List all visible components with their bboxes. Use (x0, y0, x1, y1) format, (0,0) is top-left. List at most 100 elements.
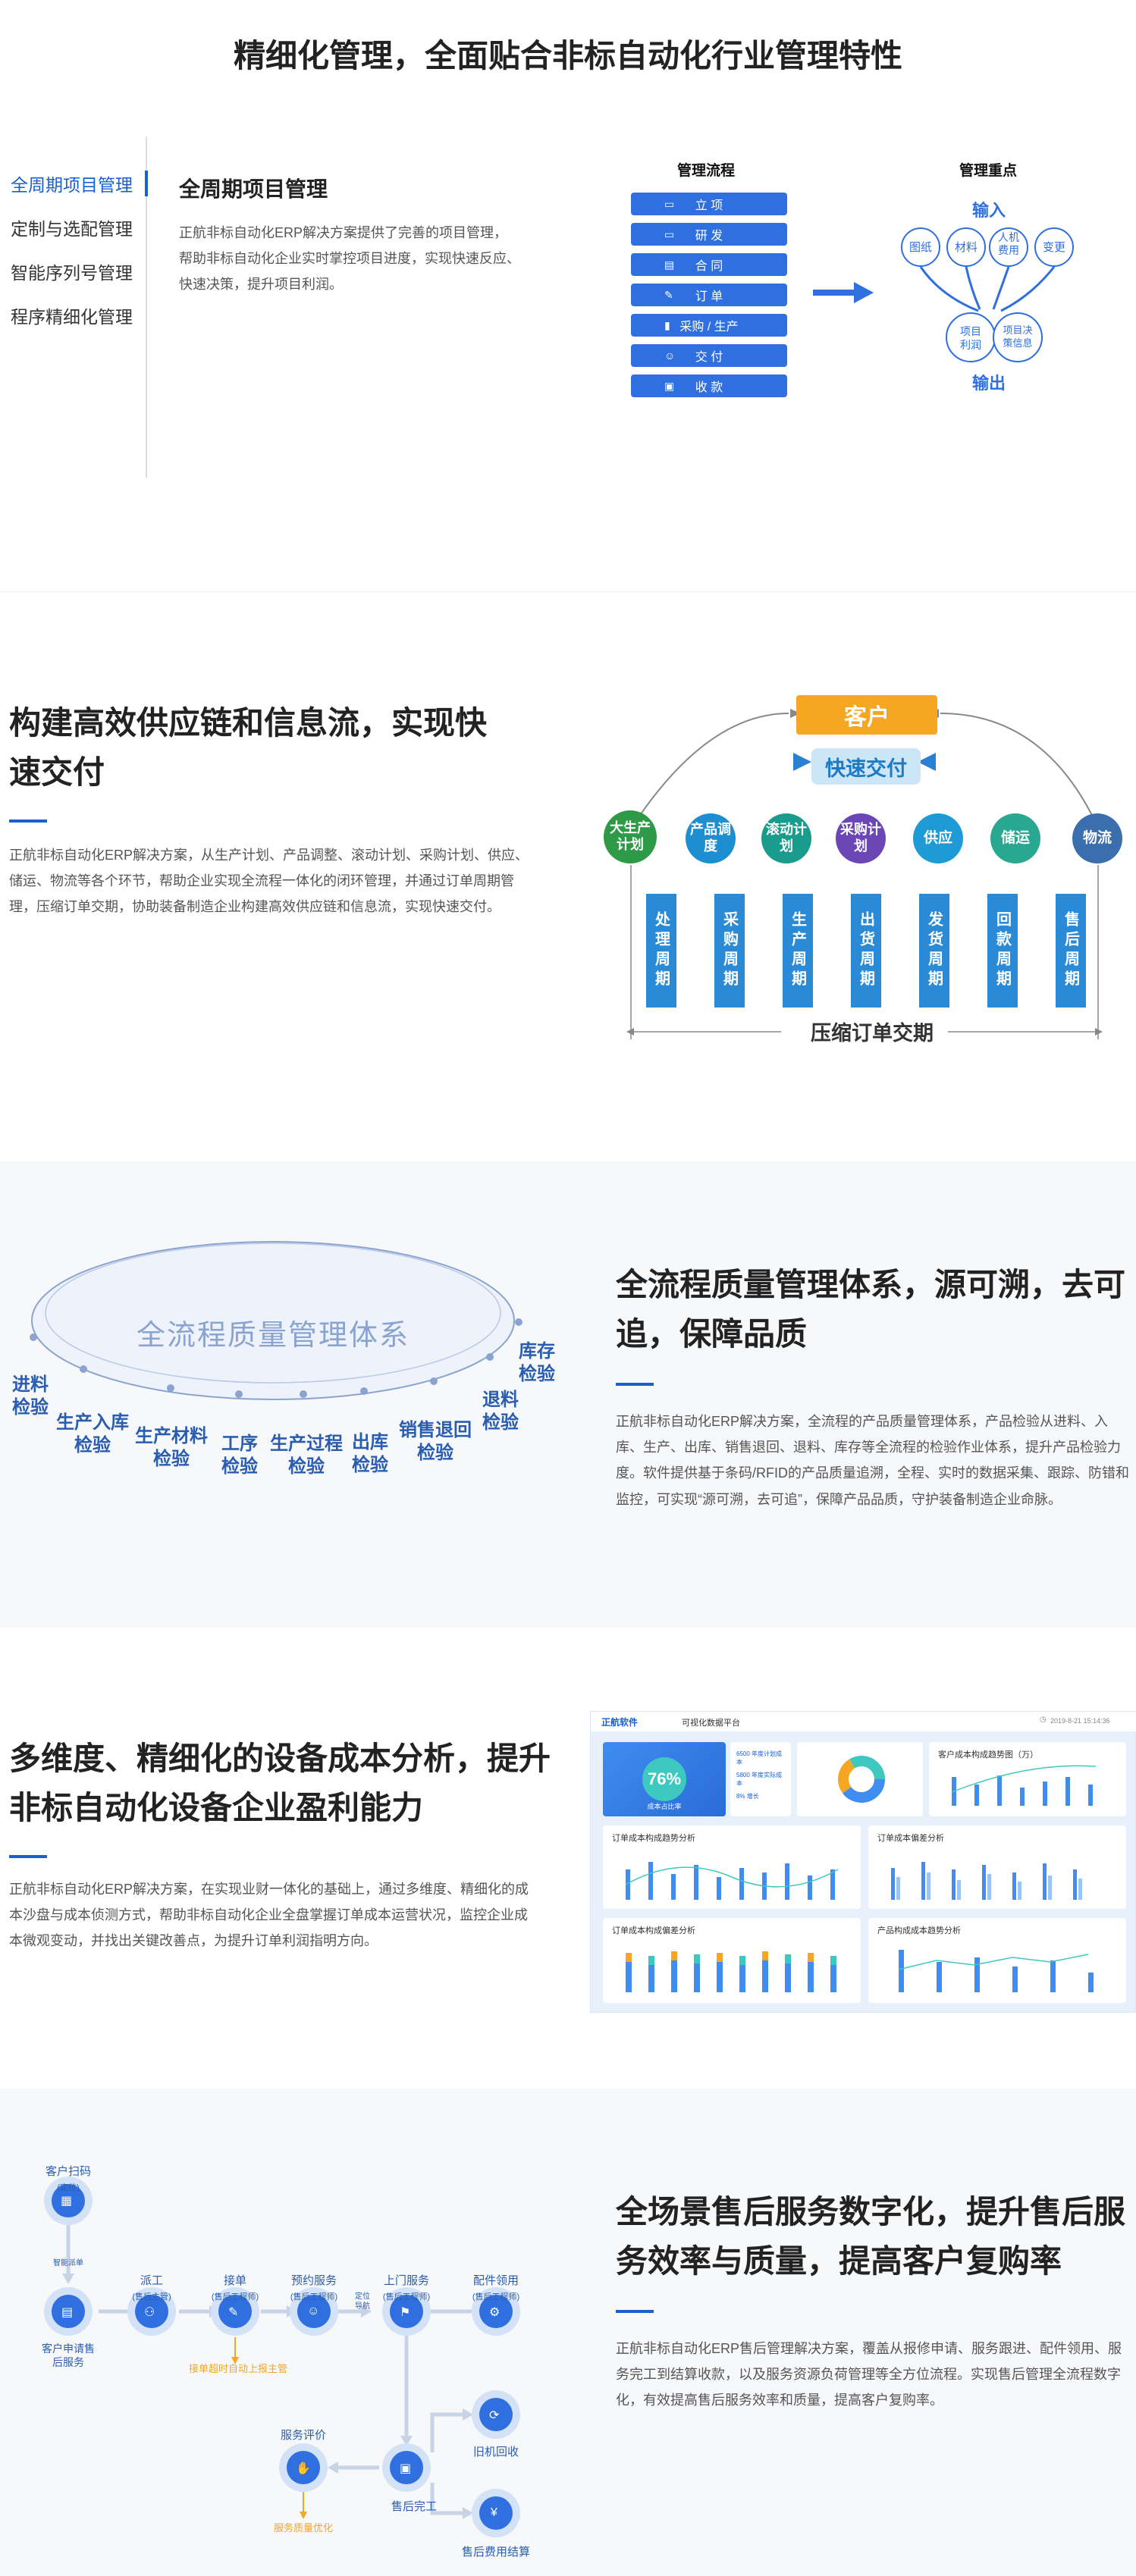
apply-icon: ▤ (61, 2306, 74, 2319)
tab-divider (146, 136, 147, 478)
dashboard-screenshot: 正航软件 可视化数据平台 ◷ 2019-8-21 15:14:36 76% 成本… (590, 1711, 1136, 2013)
panel-title: 订单成本构成偏差分析 (612, 1926, 695, 1935)
kpi-label: 成本占比率 (647, 1803, 682, 1810)
node-storage: 储运 (990, 813, 1040, 863)
node-purchase-plan: 采购计划 (836, 813, 886, 863)
section-title: 多维度、精细化的设备成本分析，提升非标自动化设备企业盈利能力 (9, 1741, 551, 1826)
smile-icon: ☺ (664, 349, 676, 362)
grouped-bar-chart (891, 1862, 1082, 1900)
section-project-management: 精细化管理，全面贴合非标自动化行业管理特性 全周期项目管理 定制与选配管理 智能… (0, 0, 1136, 591)
stats-card: 6500 年度计划成本 5800 年度实际成本 8% 增长 (730, 1742, 791, 1816)
stat-line: 6500 年度计划成本 (736, 1750, 783, 1766)
parts-icon: ⚙ (489, 2306, 501, 2319)
tab-customization[interactable]: 定制与选配管理 (11, 219, 133, 239)
panel: 订单成本构成偏差分析 (603, 1918, 861, 2003)
check-production-material: 生产材料检验 (135, 1426, 208, 1469)
input-item: 图纸 (908, 241, 932, 254)
node-rolling-plan: 滚动计划 (761, 813, 811, 863)
edit-icon: ✎ (664, 288, 673, 301)
title-underline (9, 1855, 47, 1858)
input-item: 人机费用 (998, 231, 1019, 256)
check-sales-return: 销售退回检验 (399, 1420, 472, 1463)
brand-logo: 正航软件 (601, 1717, 639, 1728)
section-supply-chain: 构建高效供应链和信息流，实现快速交付 正航非标自动化ERP解决方案，从生产计划、… (0, 591, 1136, 1161)
flow-step: ✎订 单 (631, 284, 787, 306)
output-label: 输出 (972, 374, 1006, 393)
dashboard-header: 正航软件 可视化数据平台 ◷ 2019-8-21 15:14:36 (591, 1712, 1136, 1731)
focus-title: 管理重点 (959, 163, 1018, 179)
label-locate: 定位导航 (355, 2292, 370, 2311)
panel: 客户成本构成趋势图（万） (929, 1742, 1126, 1816)
section-title: 全流程质量管理体系，源可溯，去可追，保障品质 (616, 1267, 1126, 1352)
book-icon: ☺ (307, 2305, 320, 2317)
kpi-card: 76% 成本占比率 (603, 1742, 726, 1816)
tab-active-indicator (145, 171, 148, 196)
label-complete: 售后完工 (391, 2500, 438, 2513)
donut-card (797, 1742, 923, 1816)
label-recycle: 旧机回收 (472, 2446, 519, 2458)
flow-step: ▮采购 / 生产 (631, 314, 787, 337)
platform-name: 可视化数据平台 (682, 1719, 740, 1728)
input-item: 变更 (1042, 241, 1065, 254)
flow-step: ▣收 款 (631, 374, 787, 397)
tab-program[interactable]: 程序精细化管理 (11, 307, 133, 327)
fast-delivery-badge: 快速交付 (811, 748, 921, 785)
panel-title: 订单成本偏差分析 (877, 1834, 944, 1843)
service-flow-diagram (44, 2176, 520, 2537)
section-text: 正航非标自动化ERP解决方案，全流程的产品质量管理体系，产品检验从进料、入库、生… (616, 1414, 1129, 1507)
check-outbound: 出库检验 (352, 1432, 388, 1475)
tab-list: 全周期项目管理 定制与选配管理 智能序列号管理 程序精细化管理 (0, 136, 152, 478)
visit-icon: ⚑ (400, 2306, 411, 2319)
bar-line-chart (625, 1862, 839, 1900)
flow-title: 管理流程 (677, 163, 736, 179)
cycle-bar: 生产周期 (783, 894, 813, 1008)
accept-icon: ✎ (228, 2306, 239, 2319)
label-scan: 客户扫码(定位) (45, 2165, 92, 2192)
node-supply: 供应 (913, 813, 963, 863)
section-text: 正航非标自动化ERP解决方案，在实现业财一体化的基础上，通过多维度、精细化的成本… (9, 1882, 529, 1949)
content-text: 正航非标自动化ERP解决方案提供了完善的项目管理，帮助非标自动化企业实时掌控项目… (179, 225, 520, 293)
section-title: 精细化管理，全面贴合非标自动化行业管理特性 (233, 38, 902, 74)
tab-serial-number[interactable]: 智能序列号管理 (11, 263, 133, 283)
scan-icon: ▦ (61, 2195, 73, 2208)
panel-title: 产品构成成本趋势分析 (877, 1926, 961, 1935)
kpi-percent: 76% (642, 1757, 686, 1801)
input-label: 输入 (972, 201, 1006, 220)
cycle-bar: 出货周期 (851, 894, 881, 1008)
node-logistics: 物流 (1072, 813, 1122, 863)
bar-trend-chart (898, 1950, 1094, 1992)
stat-line: 5800 年度实际成本 (736, 1772, 783, 1787)
label-smart-dispatch: 智能派单 (53, 2259, 83, 2267)
label-book: 预约服务(售后工程师) (290, 2274, 338, 2302)
wallet-icon: ▣ (664, 379, 675, 392)
section-title: 构建高效供应链和信息流，实现快速交付 (9, 705, 488, 791)
check-production-storage: 生产入库检验 (56, 1412, 129, 1456)
complete-icon: ▣ (400, 2462, 412, 2475)
cycle-bar: 售后周期 (1056, 894, 1086, 1008)
input-item: 材料 (954, 241, 978, 254)
stat-line: 8% 增长 (736, 1793, 759, 1800)
title-underline (9, 819, 47, 823)
quality-ellipse (30, 1241, 522, 1400)
cycle-bar: 发货周期 (919, 894, 949, 1008)
check-production-process: 生产过程检验 (270, 1434, 343, 1477)
label-accept: 接单(售后工程师) (211, 2274, 259, 2302)
content-title: 全周期项目管理 (179, 177, 328, 201)
monitor-icon: ▭ (664, 227, 675, 240)
section-cost-analysis: 多维度、精细化的设备成本分析，提升非标自动化设备企业盈利能力 正航非标自动化ER… (0, 1628, 1136, 2089)
label-evaluate: 服务评价 (280, 2429, 327, 2442)
panel-title: 订单成本构成趋势分析 (612, 1834, 695, 1843)
chart-bar-icon: ▮ (664, 318, 670, 331)
recycle-icon: ⟳ (489, 2409, 500, 2422)
node-product-scheduling: 产品调度 (686, 813, 736, 863)
panel: 订单成本偏差分析 (868, 1825, 1126, 1909)
section-text: 正航非标自动化ERP解决方案，从生产计划、产品调整、滚动计划、采购计划、供应、储… (9, 848, 529, 915)
bar-chart (951, 1765, 1097, 1806)
cycle-bar: 采购周期 (714, 894, 745, 1008)
label-apply: 客户申请售后服务 (42, 2343, 95, 2369)
section-title: 全场景售后服务数字化，提升售后服务效率与质量，提高客户复购率 (616, 2194, 1126, 2280)
check-process: 工序检验 (221, 1434, 258, 1477)
check-inventory: 库存检验 (519, 1341, 555, 1384)
tab-full-cycle-project[interactable]: 全周期项目管理 (11, 175, 133, 195)
section-after-sales: ▦ ▤ ⚇ ✎ ☺ ⚑ ⚙ ✋ ▣ ⟳ ¥ 客户扫码(定位) 智能派单 客户申请… (0, 2089, 1136, 2576)
